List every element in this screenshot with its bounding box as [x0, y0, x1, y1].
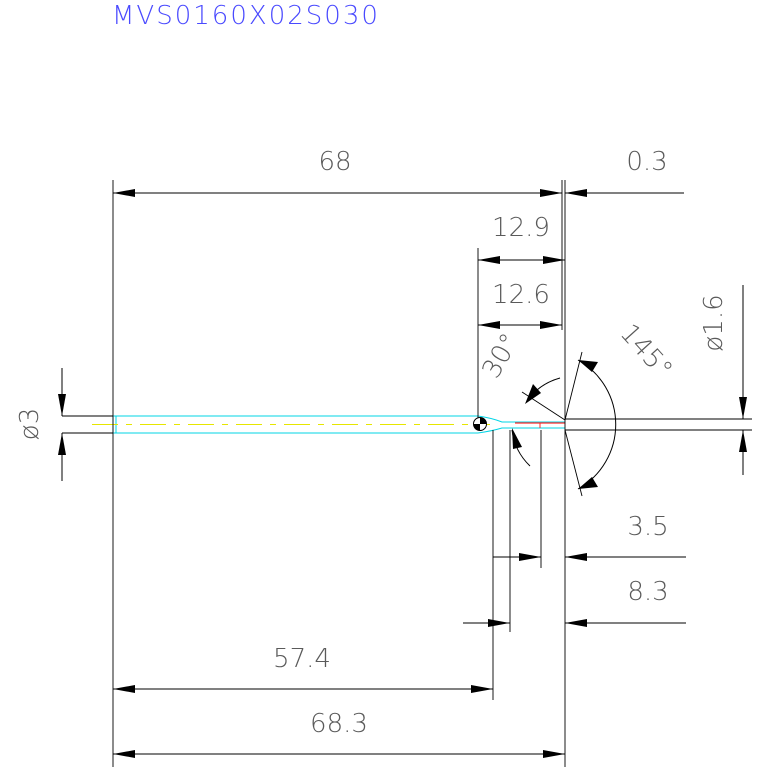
dim-68: 68 [113, 147, 562, 197]
dim-dia-1-6-label: ø1.6 [699, 294, 729, 351]
dim-3-5-label: 3.5 [627, 512, 668, 542]
dim-68-label: 68 [318, 147, 351, 177]
tip-lines [565, 418, 752, 431]
dim-8-3: 8.3 [463, 577, 686, 627]
dim-angle-30-label: 30° [477, 329, 526, 384]
extension-lines [112, 180, 583, 767]
dim-68-3-label: 68.3 [310, 709, 368, 739]
dim-angle-145: 145° [577, 318, 678, 490]
dim-57-4-label: 57.4 [273, 644, 331, 674]
dim-12-6: 12.6 [478, 280, 562, 329]
dim-8-3-label: 8.3 [627, 577, 668, 607]
dim-dia-3-label: ø3 [15, 408, 45, 440]
dim-12-6-label: 12.6 [492, 280, 550, 310]
dim-12-9-label: 12.9 [492, 213, 550, 243]
dim-0-3: 0.3 [565, 147, 684, 197]
dim-3-5: 3.5 [493, 512, 686, 561]
dim-12-9: 12.9 [478, 213, 565, 264]
drawing-title: MVS0160X02S030 [112, 1, 380, 31]
dim-68-3: 68.3 [113, 709, 565, 758]
dim-dia-3: ø3 [15, 368, 66, 481]
tool-outline [62, 415, 565, 434]
dim-angle-145-label: 145° [614, 318, 678, 385]
dim-dia-1-6: ø1.6 [699, 285, 747, 475]
cutting-edge [515, 422, 565, 428]
dim-57-4: 57.4 [113, 644, 493, 693]
center-mark-icon [473, 417, 487, 431]
dim-0-3-label: 0.3 [626, 147, 667, 177]
dim-angle-30: 30° [477, 329, 561, 467]
